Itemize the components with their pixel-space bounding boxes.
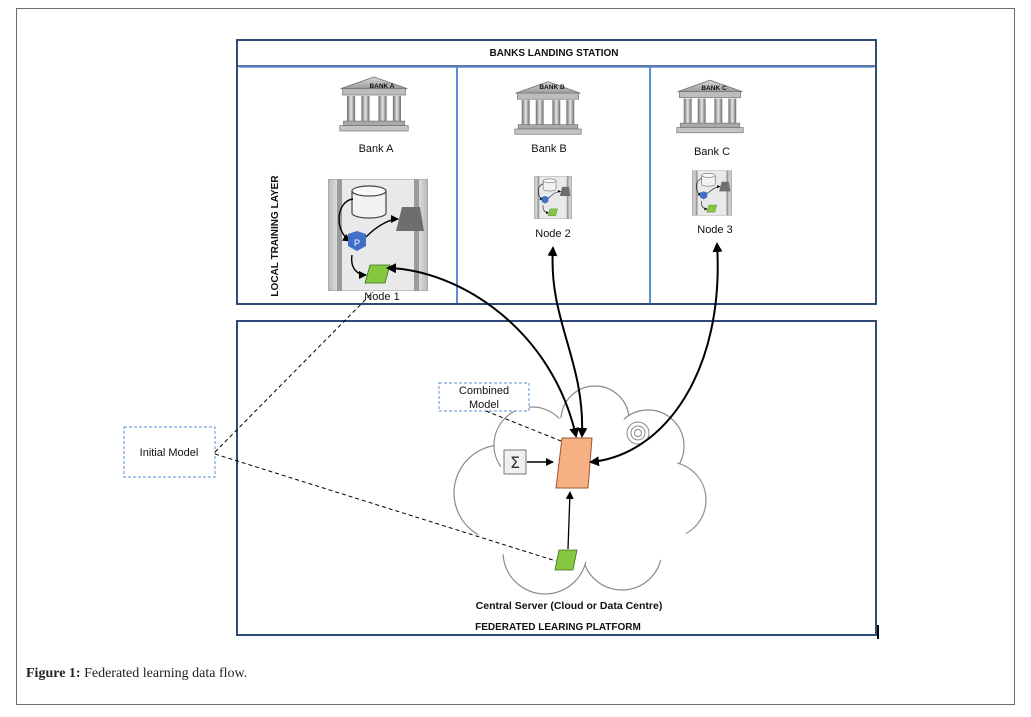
aggregation-box <box>503 449 527 475</box>
pipeline-badge: P <box>354 238 360 248</box>
bank-b-label: Bank B <box>531 143 566 155</box>
combined-model-label-line1: Combined <box>459 385 509 397</box>
node-3-label: Node 3 <box>697 224 732 236</box>
federated-platform: Σ Combined Model Central Server (Cloud o… <box>236 320 879 639</box>
bank-b-sign: BANK B <box>539 84 565 91</box>
combined-model-label-line2: Model <box>469 399 499 411</box>
node-3-icon <box>692 171 732 216</box>
node-1-icon <box>328 179 428 291</box>
caption-text: Federated learning data flow. <box>84 666 248 681</box>
bank-c-panel: BANK C Bank C Node 3 <box>676 79 744 236</box>
node-3-server-arrow <box>589 242 723 467</box>
landing-station-title: BANKS LANDING STATION <box>489 48 618 59</box>
server-initial-model-shape <box>554 549 578 571</box>
combined-model-shape <box>555 437 593 489</box>
node-1-label: Node 1 <box>364 291 399 303</box>
bank-c-label: Bank C <box>694 146 730 158</box>
sum-icon: Σ <box>510 453 520 472</box>
bank-a-label: Bank A <box>359 143 395 155</box>
node-2-server-arrow <box>547 246 588 438</box>
bank-b-panel: BANK B Bank B Node 2 <box>514 81 582 240</box>
figure-caption: Figure 1: Federated learning data flow. <box>26 666 247 682</box>
node-2-label: Node 2 <box>535 228 570 240</box>
caption-prefix: Figure 1: <box>26 666 81 681</box>
central-server-label: Central Server (Cloud or Data Centre) <box>476 600 663 612</box>
bank-a-sign: BANK A <box>369 83 394 90</box>
platform-label: FEDERATED LEARING PLATFORM <box>475 622 641 633</box>
figure-frame <box>16 8 1015 705</box>
initial-model-callout: Initial Model <box>123 291 557 562</box>
bank-c-sign: BANK C <box>701 85 727 92</box>
initial-model-label: Initial Model <box>140 447 199 459</box>
flow-arrows <box>386 242 723 467</box>
node-2-icon <box>534 176 572 219</box>
local-training-layer-label: LOCAL TRAINING LAYER <box>270 175 281 297</box>
bank-a-panel: BANK A Bank A P Node 1 <box>328 76 428 303</box>
cloud-server-shape <box>453 385 707 595</box>
